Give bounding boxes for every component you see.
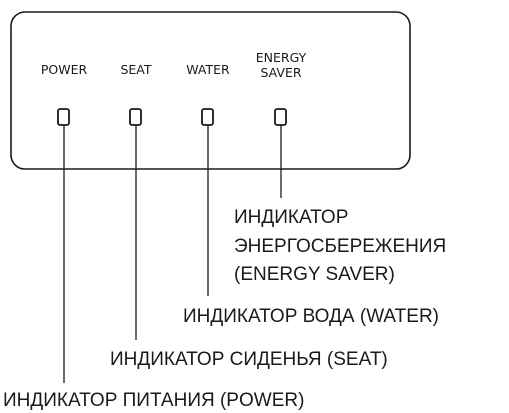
water-callout: ИНДИКАТОР ВОДА (WATER) (183, 306, 439, 327)
power-indicator-led (57, 108, 70, 126)
water-label: WATER (186, 62, 230, 77)
seat-callout: ИНДИКАТОР СИДЕНЬЯ (SEAT) (110, 349, 388, 370)
seat-indicator-led (129, 108, 142, 126)
water-indicator-led (201, 108, 214, 126)
seat-label: SEAT (120, 62, 151, 77)
energy-saver-label-line2: SAVER (260, 65, 301, 80)
power-callout: ИНДИКАТОР ПИТАНИЯ (POWER) (3, 390, 304, 411)
energy-saver-callout-line3: (ENERGY SAVER) (234, 264, 395, 285)
power-label: POWER (41, 62, 88, 77)
energy-saver-callout-line2: ЭНЕРГОСБЕРЕЖЕНИЯ (234, 236, 446, 257)
energy-saver-callout-line1: ИНДИКАТОР (234, 207, 348, 228)
energy-saver-label-line1: ENERGY (256, 50, 307, 65)
energy-saver-indicator-led (274, 108, 287, 126)
control-panel (10, 11, 411, 170)
